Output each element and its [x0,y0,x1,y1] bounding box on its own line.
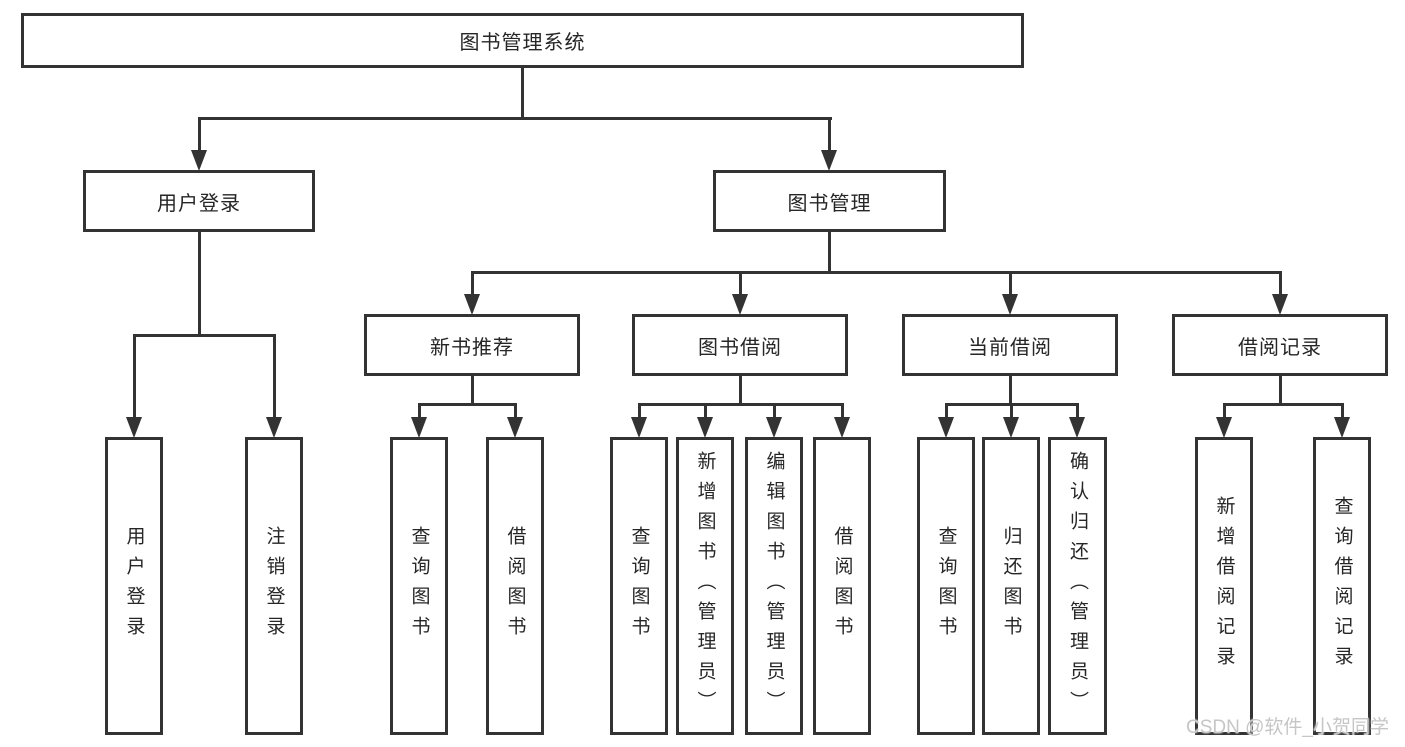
leaf-label: 查询图书 [408,526,430,646]
connector-level3-hline [471,271,1281,274]
node-book-management: 图书管理 [713,170,946,232]
node-label: 图书管理 [787,192,872,215]
connector-level1-hline [198,117,832,120]
connector-drop-leaf-user-login [133,334,136,418]
connector-borrow-record-stem [1279,374,1282,406]
connector-drop-add-borrow-record [1223,403,1226,419]
connector-drop-query-book-a [418,403,421,419]
leaf-return-book: 归还图书 [982,437,1040,735]
connector-drop-user-login [198,117,201,153]
connector-drop-leaf-logout [273,334,276,418]
leaf-add-book-admin: 新增图书（管理员） [676,437,734,735]
leaf-query-books-3: 查询图书 [917,437,975,735]
connector-drop-new-book-rec [471,271,474,297]
arrowhead-query-book-c-icon [938,417,954,438]
arrowhead-query-book-a-icon [411,417,427,438]
arrowhead-edit-book-icon [766,417,782,438]
arrowhead-query-borrow-record-icon [1334,417,1350,438]
node-new-book-recommendation: 新书推荐 [364,314,580,376]
connector-drop-book-borrow [739,271,742,297]
connector-drop-current-borrow [1009,271,1012,297]
leaf-label: 查询图书 [935,526,957,646]
node-label: 新书推荐 [430,336,514,359]
leaf-label: 新增借阅记录 [1213,496,1235,676]
arrowhead-borrow-book-b-icon [834,417,850,438]
connector-drop-edit-book [773,403,776,419]
leaf-borrow-books-1: 借阅图书 [486,437,544,735]
node-user-login: 用户登录 [83,170,315,232]
arrowhead-query-book-b-icon [631,417,647,438]
connector-user-login-hline [133,334,276,337]
csdn-watermark: CSDN @软件_小贺同学 [1186,717,1389,738]
leaf-logout-login: 注销登录 [245,437,303,735]
arrowhead-leaf-logout-icon [266,417,282,438]
connector-drop-query-book-b [638,403,641,419]
node-label: 图书管理系统 [459,32,586,54]
leaf-borrow-books-2: 借阅图书 [813,437,871,735]
arrowhead-add-book-icon [697,417,713,438]
leaf-label: 查询图书 [628,526,650,646]
connector-drop-query-borrow-record [1341,403,1344,419]
arrowhead-confirm-return-icon [1069,417,1085,438]
connector-book-management-stem [828,231,831,274]
connector-drop-query-book-c [945,403,948,419]
connector-root-stem [521,66,524,119]
connector-new-book-rec-stem [471,374,474,406]
connector-drop-return-book [1010,403,1013,419]
leaf-label: 新增图书（管理员） [694,451,716,721]
arrowhead-borrow-book-a-icon [507,417,523,438]
arrowhead-user-login-icon [191,150,207,171]
arrowhead-current-borrow-icon [1002,294,1018,315]
connector-drop-confirm-return [1076,403,1079,419]
node-book-borrowing: 图书借阅 [632,314,848,376]
node-label: 用户登录 [157,192,241,215]
connector-user-login-stem [198,231,201,336]
leaf-label: 确认归还（管理员） [1067,451,1088,721]
connector-book-borrow-hline [638,403,844,406]
arrowhead-return-book-icon [1003,417,1019,438]
leaf-label: 借阅图书 [504,526,526,646]
node-library-management-system: 图书管理系统 [21,13,1024,68]
leaf-label: 编辑图书（管理员） [763,451,785,721]
leaf-confirm-return-admin: 确认归还（管理员） [1048,437,1107,735]
leaf-label: 查询借阅记录 [1331,496,1353,676]
leaf-query-books-2: 查询图书 [610,437,668,735]
connector-drop-borrow-book-b [841,403,844,419]
connector-new-book-rec-hline [418,403,517,406]
connector-drop-add-book [704,403,707,419]
leaf-query-books-1: 查询图书 [390,437,448,735]
connector-drop-borrow-record [1279,271,1282,297]
leaf-label: 借阅图书 [831,526,853,646]
node-label: 当前借阅 [968,336,1052,359]
leaf-label: 注销登录 [263,526,285,646]
arrowhead-add-borrow-record-icon [1216,417,1232,438]
connector-current-borrow-stem [1009,374,1012,406]
leaf-query-borrow-record: 查询借阅记录 [1313,437,1371,735]
arrowhead-book-borrow-icon [732,294,748,315]
leaf-add-borrow-record: 新增借阅记录 [1195,437,1253,735]
connector-drop-borrow-book-a [514,403,517,419]
arrowhead-leaf-user-login-icon [126,417,142,438]
arrowhead-new-book-rec-icon [464,294,480,315]
connector-book-borrow-stem [739,374,742,406]
connector-drop-book-management [828,117,831,153]
arrowhead-borrow-record-icon [1272,294,1288,315]
leaf-user-login: 用户登录 [105,437,163,735]
leaf-edit-book-admin: 编辑图书（管理员） [745,437,803,735]
connector-borrow-record-hline [1223,403,1343,406]
node-current-borrowing: 当前借阅 [902,314,1118,376]
leaf-label: 用户登录 [123,526,145,646]
node-label: 图书借阅 [698,336,782,359]
arrowhead-book-management-icon [821,150,837,171]
leaf-label: 归还图书 [1000,526,1022,646]
node-borrowing-records: 借阅记录 [1172,314,1388,376]
node-label: 借阅记录 [1238,336,1322,359]
